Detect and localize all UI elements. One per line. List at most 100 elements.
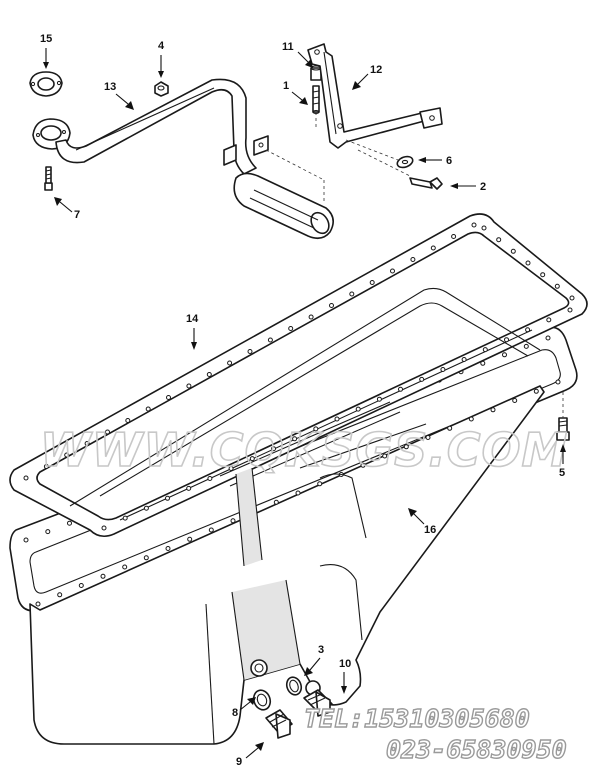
bolt-hole [165, 495, 170, 501]
bolt-hole [369, 280, 375, 285]
bolt-hole [349, 291, 355, 297]
bolt-hole [471, 222, 477, 228]
bolt-hole [525, 327, 531, 333]
bolt-hole [122, 515, 128, 521]
part-9-drain-plug [265, 709, 293, 739]
part-12-bracket [307, 43, 443, 149]
bolt-hole [390, 268, 395, 274]
callout-4: 4 [158, 40, 165, 78]
part-7-capscrew [44, 166, 53, 191]
bolt-hole [482, 347, 488, 353]
callout-14: 14 [186, 313, 199, 350]
bolt-hole [247, 349, 253, 354]
callout-label: 3 [318, 644, 324, 656]
bolt-hole [145, 406, 151, 412]
bolt-hole [143, 555, 149, 561]
callout-7: 7 [54, 197, 80, 221]
callout-label: 13 [104, 81, 116, 93]
bolt-hole [267, 337, 273, 343]
bolt-hole [317, 481, 323, 487]
callout-label: 5 [559, 467, 565, 479]
bolt-hole [504, 337, 509, 343]
bolt-hole [533, 388, 539, 394]
callout-label: 2 [480, 181, 486, 193]
bolt-hole [545, 335, 551, 341]
bolt-hole [360, 462, 366, 468]
bolt-hole [100, 573, 106, 579]
contact-tel: TEL:15310305680 [304, 704, 530, 733]
callout-8: 8 [232, 697, 256, 719]
bolt-hole [271, 446, 276, 452]
callout-label: 6 [446, 155, 452, 167]
bolt-hole [555, 379, 561, 385]
bolt-hole [425, 435, 431, 440]
bolt-hole [510, 248, 516, 254]
part-6-washer [396, 155, 414, 169]
bolt-hole [430, 245, 436, 251]
bolt-hole [165, 546, 171, 551]
callout-label: 15 [40, 33, 52, 45]
callout-3: 3 [304, 644, 324, 676]
callout-6: 6 [418, 155, 452, 167]
callout-5: 5 [559, 444, 566, 479]
bolt-hole [35, 601, 41, 607]
bolt-hole [105, 429, 110, 435]
part-8-o-ring [252, 689, 272, 711]
callout-10: 10 [339, 658, 351, 694]
callout-label: 4 [158, 40, 165, 52]
bolt-hole [228, 466, 234, 471]
contact-phone: 023-65830950 [386, 735, 567, 764]
callout-label: 11 [282, 41, 294, 53]
bolt-hole [355, 406, 361, 412]
bolt-hole [273, 499, 279, 505]
bolt-hole [23, 537, 29, 543]
callout-9: 9 [236, 742, 264, 768]
callout-label: 9 [236, 756, 242, 768]
callout-label: 16 [424, 524, 436, 536]
callout-1: 1 [283, 80, 308, 105]
part-4-nut [154, 81, 169, 97]
part-13-suction-tube [32, 78, 334, 240]
bolt-hole [313, 426, 319, 432]
bolt-hole [249, 456, 255, 462]
bolt-hole [382, 453, 388, 459]
part-3-o-ring [285, 676, 303, 696]
bolt-hole [523, 343, 529, 349]
bolt-hole [166, 395, 171, 400]
bolt-hole [288, 326, 294, 331]
bolt-hole [64, 452, 70, 458]
callout-label: 10 [339, 658, 351, 670]
bolt-hole [567, 307, 573, 313]
part-2-capscrew [409, 177, 443, 190]
part-16-oil-pan [9, 326, 578, 745]
callout-16: 16 [408, 508, 436, 536]
bolt-hole [546, 317, 552, 323]
bolt-hole [481, 225, 487, 231]
bolt-hole [208, 527, 214, 533]
watermark-text: WWW.CQKSGS.COM [40, 423, 568, 477]
part-10-drain-plug [303, 689, 333, 717]
bolt-hole [122, 564, 128, 570]
part-11-spacer [310, 65, 322, 81]
bolt-hole [67, 520, 72, 526]
bolt-hole [569, 295, 575, 301]
callout-label: 7 [74, 209, 80, 221]
callout-11: 11 [282, 41, 313, 68]
bolt-hole [403, 444, 409, 450]
callout-15: 15 [40, 33, 52, 69]
bolt-hole [468, 416, 474, 422]
bolt-hole [502, 352, 507, 358]
bolt-hole [186, 383, 192, 389]
bolt-hole [410, 257, 416, 262]
bolt-hole [461, 357, 467, 362]
bolt-hole [496, 237, 502, 243]
bolt-hole [295, 490, 301, 496]
bolt-hole [57, 592, 63, 598]
bolt-hole [451, 234, 457, 239]
bolt-hole [23, 475, 29, 481]
callout-label: 8 [232, 707, 238, 719]
bolt-hole [227, 360, 233, 366]
bolt-hole [376, 396, 382, 402]
bolt-hole [398, 386, 403, 392]
